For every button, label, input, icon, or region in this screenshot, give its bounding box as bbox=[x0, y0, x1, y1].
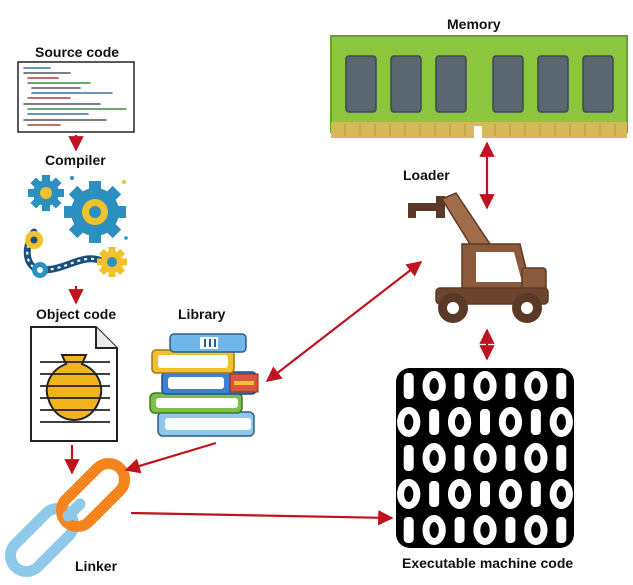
gears-icon bbox=[23, 175, 128, 278]
label-source-code: Source code bbox=[35, 44, 120, 60]
binary-one bbox=[480, 409, 490, 435]
binary-zero bbox=[473, 442, 497, 474]
binary-one bbox=[480, 481, 490, 507]
binary-zero bbox=[473, 370, 497, 402]
binary-one bbox=[403, 445, 414, 471]
binary-zero bbox=[447, 478, 472, 510]
binary-zero bbox=[524, 370, 548, 402]
binary-one bbox=[454, 445, 465, 471]
binary-zero bbox=[397, 406, 421, 438]
telehandler-loader-icon bbox=[408, 192, 549, 323]
source-code-icon bbox=[17, 61, 135, 133]
document-vase-icon bbox=[30, 326, 118, 442]
arrow-linker-to-executable bbox=[130, 510, 394, 526]
label-executable: Executable machine code bbox=[402, 555, 574, 571]
binary-one bbox=[403, 373, 414, 399]
memory-module-icon bbox=[330, 35, 628, 140]
chain-link-icon bbox=[4, 457, 131, 578]
binary-one bbox=[556, 373, 567, 399]
label-object-code: Object code bbox=[36, 306, 117, 322]
binary-zero bbox=[549, 478, 573, 510]
binary-one bbox=[403, 517, 414, 543]
flow-arrows bbox=[64, 135, 495, 526]
binary-one bbox=[454, 517, 465, 543]
binary-one bbox=[429, 481, 440, 507]
binary-code-icon bbox=[396, 368, 574, 548]
binary-zero bbox=[524, 442, 548, 474]
binary-zero bbox=[422, 370, 446, 402]
binary-zero bbox=[498, 406, 523, 438]
binary-one bbox=[505, 517, 516, 543]
binary-one bbox=[505, 373, 516, 399]
binary-one bbox=[429, 409, 440, 435]
arrow-library-loader bbox=[265, 261, 423, 382]
label-linker: Linker bbox=[75, 558, 118, 574]
binary-zero bbox=[473, 514, 497, 546]
binary-zero bbox=[447, 406, 472, 438]
label-memory: Memory bbox=[447, 16, 501, 32]
arrow-library-to-linker bbox=[124, 441, 217, 474]
binary-one bbox=[454, 373, 465, 399]
binary-zero bbox=[422, 514, 446, 546]
label-library: Library bbox=[178, 306, 226, 322]
binary-one bbox=[556, 517, 567, 543]
label-compiler: Compiler bbox=[45, 152, 106, 168]
binary-one bbox=[556, 445, 567, 471]
binary-one bbox=[530, 409, 541, 435]
binary-zero bbox=[397, 478, 421, 510]
binary-zero bbox=[422, 442, 446, 474]
binary-zero bbox=[524, 514, 548, 546]
label-loader: Loader bbox=[403, 167, 450, 183]
binary-one bbox=[530, 481, 541, 507]
binary-zero bbox=[549, 406, 573, 438]
binary-zero bbox=[498, 478, 523, 510]
books-icon bbox=[149, 333, 259, 437]
binary-one bbox=[505, 445, 516, 471]
